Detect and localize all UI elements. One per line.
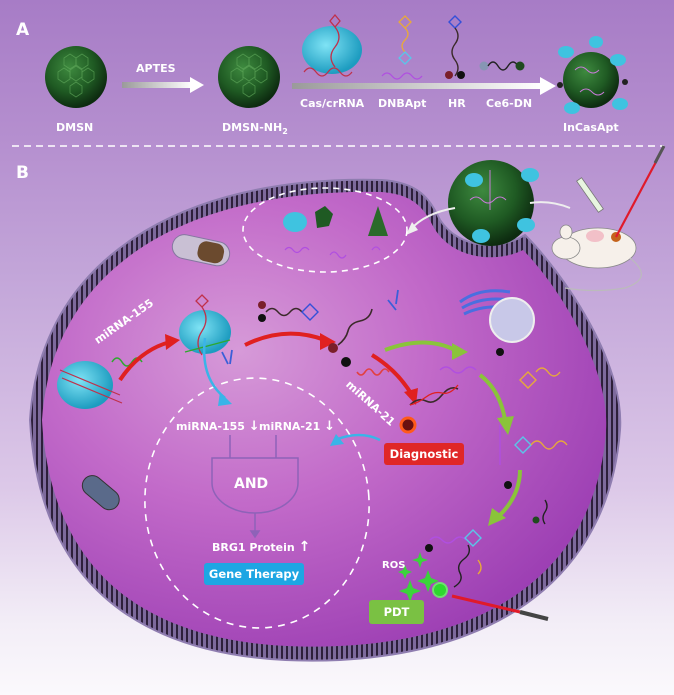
ros-label: ROS [382, 560, 406, 571]
nucleus-icon [489, 297, 535, 343]
gate-input2-text: miRNA-21 [259, 420, 321, 433]
cas-complex-active [179, 294, 233, 365]
pdt-badge: PDT [369, 600, 424, 624]
ce6-dn-strand [479, 61, 525, 71]
subscript: 2 [282, 127, 288, 137]
panel-b-label: B [16, 163, 29, 183]
logic-region [144, 377, 370, 629]
mitochondrion-icon [81, 475, 120, 511]
mitochondrion-icon [171, 234, 231, 267]
component-hr: HR [448, 97, 466, 110]
down-arrow-icon: ↓ [324, 419, 336, 434]
mouse-illustration [551, 145, 666, 292]
component-ce6-dn: Ce6-DN [486, 97, 533, 110]
gene-therapy-badge: Gene Therapy [204, 563, 304, 585]
activation-arrow [118, 340, 171, 382]
hcr-assembly [425, 348, 568, 588]
gate-input-mirna155: miRNA-155 ↓ [176, 419, 260, 434]
brg1-text: BRG1 Protein [212, 541, 295, 554]
dmsn-nanoparticle [45, 46, 107, 108]
dmsn-nh2-nanoparticle [218, 46, 280, 108]
scissors-icon [387, 289, 399, 311]
incasapt-label: InCasApt [563, 121, 619, 134]
panel-a-label: A [16, 20, 30, 40]
component-cas-crrna: Cas/crRNA [300, 97, 365, 110]
and-gate-label: AND [234, 476, 269, 492]
dnbapt-strand [381, 15, 423, 80]
aptes-arrow [122, 77, 204, 93]
dmsn-nh2-label: DMSN-NH2 [222, 121, 288, 136]
dmsn-nh2-text: DMSN-NH [222, 121, 283, 134]
diagnostic-probe [399, 384, 459, 434]
up-arrow-icon: ↑ [298, 539, 311, 555]
assembly-arrow [292, 77, 556, 95]
mirna21-strand [356, 368, 390, 376]
scissors-icon [221, 349, 233, 365]
hairpin-cleaved [328, 289, 399, 367]
hr-hairpin [445, 15, 465, 79]
endocytosed-nanoparticle [448, 160, 539, 246]
ros-sparkles [398, 552, 439, 602]
brg1-output: BRG1 Protein ↑ [212, 539, 310, 555]
dmsn-label: DMSN [56, 121, 94, 134]
release-region [242, 187, 408, 273]
and-gate [211, 435, 299, 539]
gate-input-mirna21: miRNA-21 ↓ [259, 419, 335, 434]
hairpin-reporter [258, 301, 319, 322]
component-dnbapt: DNBApt [378, 97, 427, 110]
gate-input1-text: miRNA-155 [176, 420, 245, 433]
incasapt-nanoparticle [557, 36, 628, 114]
diagnostic-badge: Diagnostic [384, 443, 464, 465]
laser-icon [451, 594, 549, 621]
down-arrow-icon: ↓ [248, 419, 260, 434]
cas-crrna-complex [302, 13, 362, 77]
cas-complex-inactive [57, 361, 123, 409]
ce6-photosensitizer [432, 582, 448, 598]
aptes-label: APTES [136, 62, 176, 75]
